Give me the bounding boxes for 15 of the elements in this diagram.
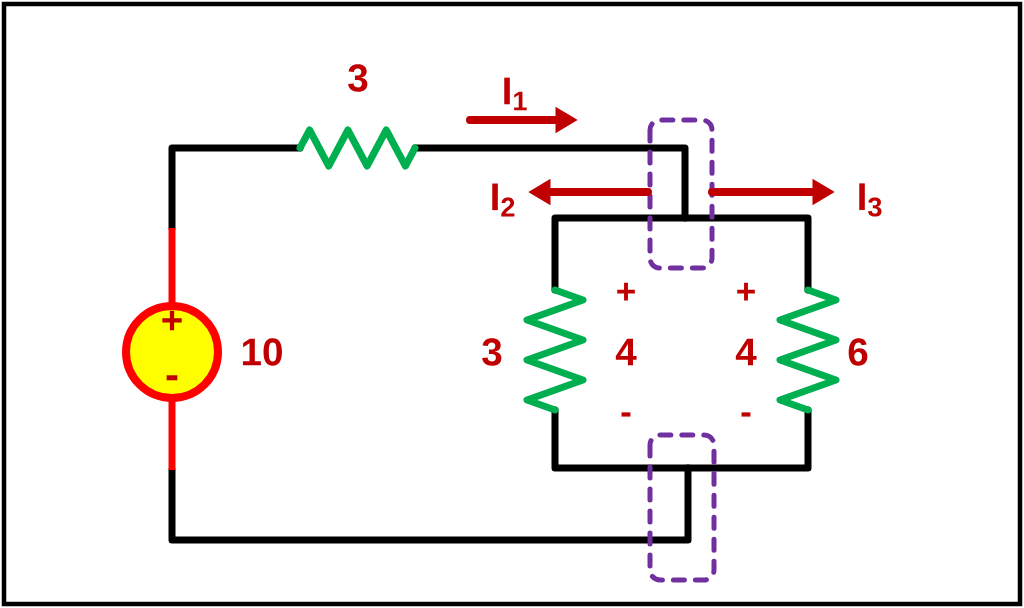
resistance-label: 6 (848, 338, 868, 366)
current-label: I$_{2}$ (492, 183, 515, 217)
polarity-sign: + (617, 282, 635, 301)
resistance-label: 3 (348, 64, 368, 92)
current-label: I$_{1}$ (504, 77, 527, 111)
polarity-sign: + (162, 310, 182, 331)
polarity-sign: - (166, 375, 178, 381)
polarity-sign: - (621, 412, 631, 417)
polarity-sign: + (737, 282, 755, 301)
resistance-label: 3 (482, 338, 502, 366)
voltage-label: 4 (615, 338, 637, 366)
current-label: I$_{3}$ (859, 183, 882, 217)
polarity-sign: - (741, 412, 751, 417)
voltage-label: 4 (735, 338, 757, 366)
voltage-label: 10 (242, 338, 282, 366)
